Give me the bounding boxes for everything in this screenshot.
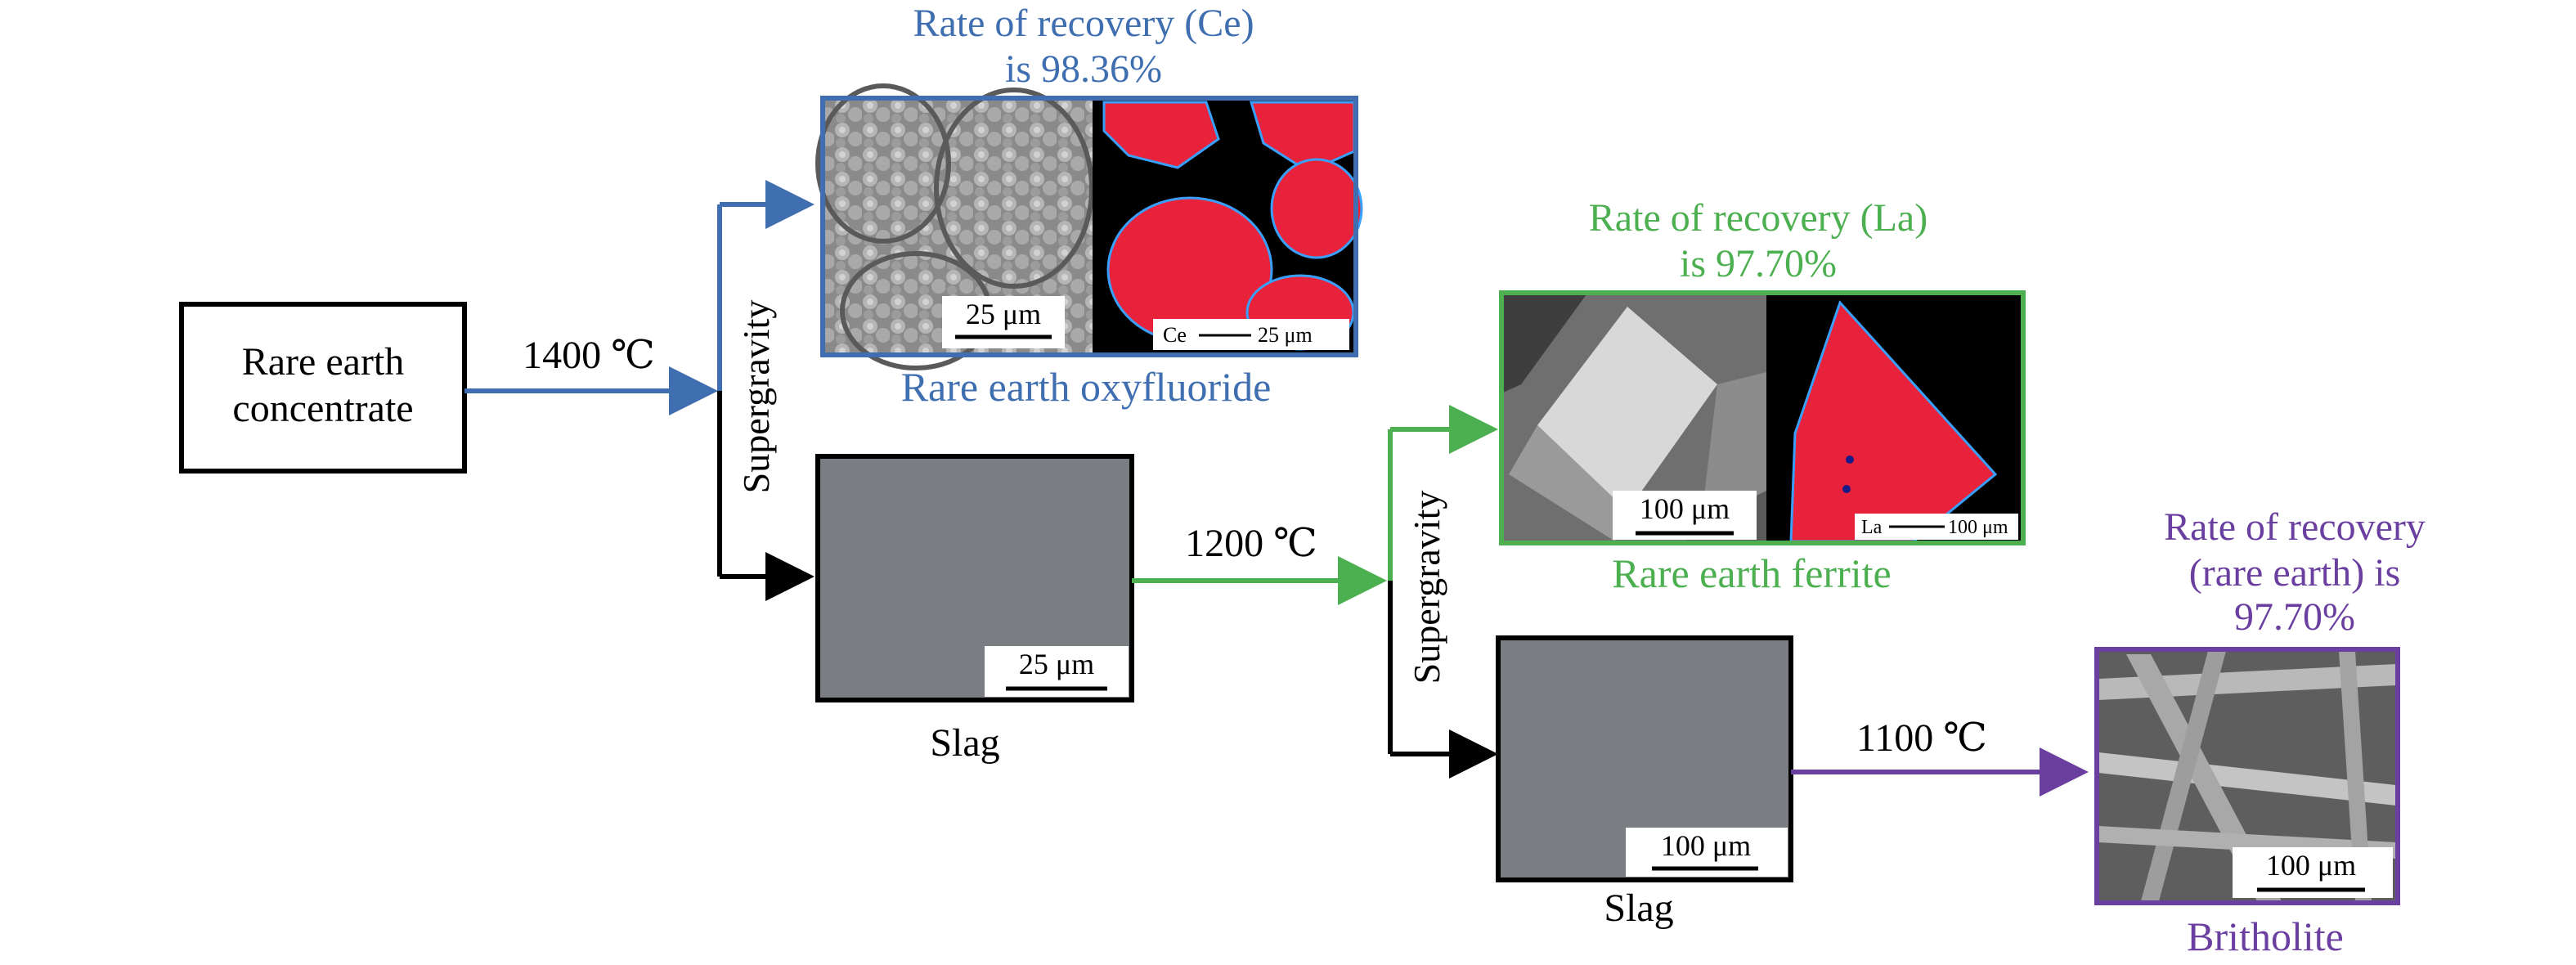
re-recovery-line2: (rare earth) is [2189,551,2401,595]
la-map-element-label: La [1861,517,1883,538]
start-box-line2: concentrate [232,387,413,430]
ce-recovery-line1: Rate of recovery (Ce) [913,2,1254,45]
stage1-temp: 1400 ℃ [523,334,655,377]
oxyfluoride-frame [820,96,1358,357]
ce-sem-scale-label: 25 μm [966,298,1041,330]
ce-sem-scalebar-box [942,296,1065,348]
stage1-process-label: Supergravity [735,300,777,494]
ce-map-element-label: Ce [1163,323,1187,347]
start-box [179,302,467,474]
oxyfluoride-name: Rare earth oxyfluoride [901,364,1272,410]
la-element-map [1766,294,2022,543]
re-recovery-line3: 97.70% [2234,595,2355,639]
stage3-temp: 1100 ℃ [1856,716,1987,760]
britholite-frame [2094,647,2400,905]
britholite-scale-label: 100 μm [2266,849,2356,882]
slag2-scale-label: 100 μm [1661,829,1751,862]
slag2-name: Slag [1604,886,1673,930]
la-recovery-line1: Rate of recovery (La) [1589,196,1928,240]
ferrite-frame [1499,290,2026,545]
ce-recovery-line2: is 98.36% [1005,47,1162,91]
start-box-line1: Rare earth [242,340,405,384]
ce-map-scale-label: 25 μm [1258,323,1313,347]
stage2-process-label: Supergravity [1406,491,1447,684]
la-recovery-line2: is 97.70% [1680,242,1837,285]
slag1-name: Slag [930,721,999,765]
stage2-temp: 1200 ℃ [1185,522,1317,565]
la-map-scale-label: 100 μm [1948,517,2008,538]
slag1-scale-label: 25 μm [1019,648,1094,680]
ferrite-name: Rare earth ferrite [1612,550,1891,596]
re-recovery-line1: Rate of recovery [2164,505,2426,549]
britholite-name: Britholite [2187,913,2344,959]
ce-element-map [1093,100,1363,353]
la-sem-scale-label: 100 μm [1640,492,1730,525]
